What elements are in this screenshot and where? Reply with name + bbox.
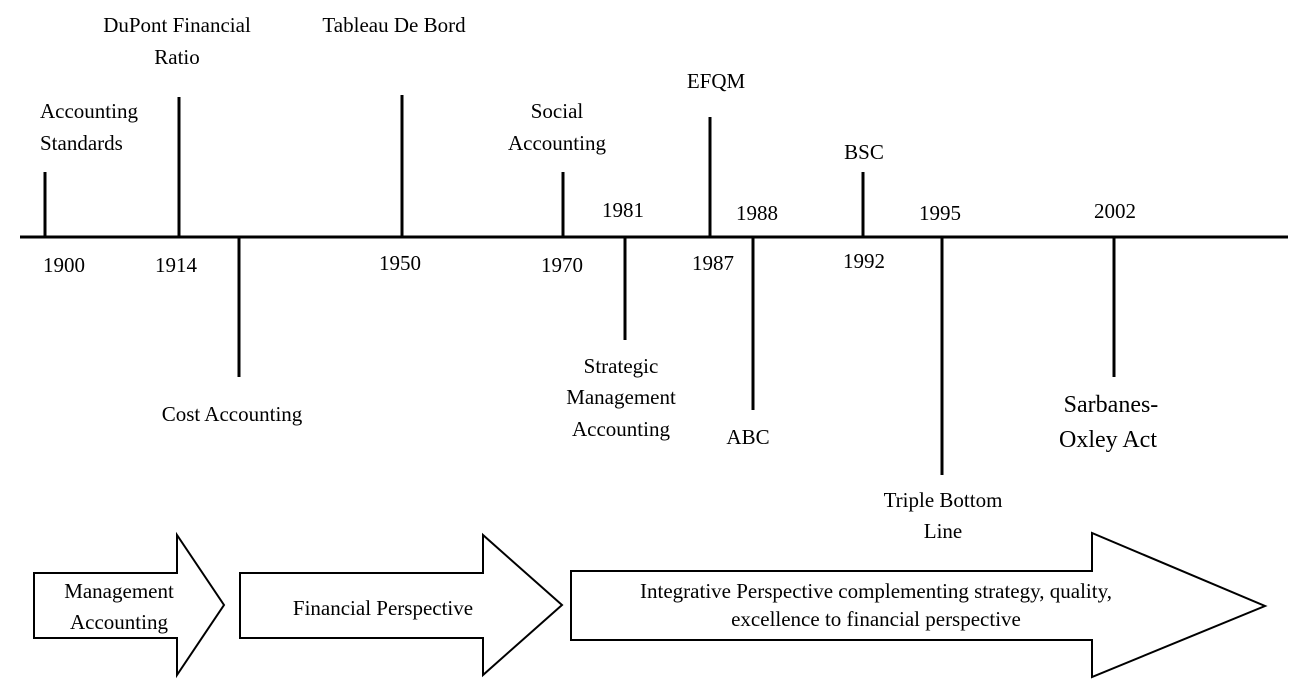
event-label: Oxley Act [1059,427,1157,453]
phase-label: excellence to financial perspective [731,607,1021,631]
event-label: EFQM [687,69,746,93]
phase-arrow-management-accounting [33,531,226,679]
phase-label: Integrative Perspective complementing st… [640,579,1112,603]
event-label: Accounting [572,417,670,441]
event-label: Management [566,385,676,409]
year-label: 1995 [919,201,961,225]
phase-label: Financial Perspective [293,596,473,620]
event-label: BSC [844,140,884,164]
event-label: Sarbanes- [1064,392,1159,418]
event-label: Cost Accounting [162,402,303,426]
phase-arrow-financial-perspective [239,532,564,678]
year-label: 1981 [602,198,644,222]
event-label: Accounting [508,131,606,155]
event-label: Triple Bottom [884,488,1003,512]
year-label: 1914 [155,253,198,277]
event-label: Social [531,99,584,123]
event-label: DuPont Financial [103,13,251,37]
year-label: 1970 [541,253,583,277]
event-label: ABC [726,425,769,449]
phase-label: Accounting [70,610,168,634]
phase-label: Management [64,579,174,603]
event-label: Accounting [40,99,138,123]
event-label: Ratio [154,45,200,69]
event-label: Line [924,519,962,543]
phase-arrow-integrative-perspective [570,531,1268,679]
event-label: Standards [40,131,123,155]
year-label: 1988 [736,201,778,225]
year-label: 1900 [43,253,85,277]
year-label: 1987 [692,251,734,275]
event-label: Tableau De Bord [322,13,466,37]
year-label: 1950 [379,251,421,275]
event-label: Strategic [584,354,659,378]
year-label: 2002 [1094,199,1136,223]
year-label: 1992 [843,249,885,273]
